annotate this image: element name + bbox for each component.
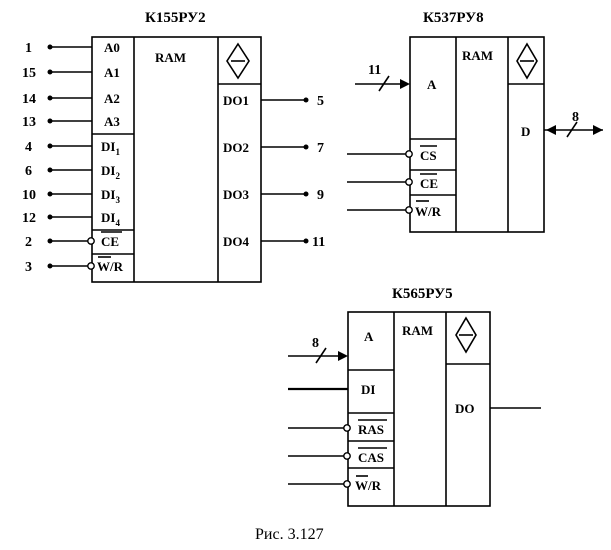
pin-label: DI1 <box>101 139 120 157</box>
pin-number: 5 <box>317 94 324 109</box>
figure-caption: Рис. 3.127 <box>255 526 324 543</box>
arrow-left-icon <box>546 125 556 135</box>
pin-label: W/R <box>97 259 124 274</box>
pin-label: DI3 <box>101 187 120 205</box>
chip-title: К537РУ8 <box>423 10 484 26</box>
inversion-bubble <box>405 206 413 214</box>
data-inputs: 4 DI1 6 DI2 10 DI3 12 DI4 <box>22 139 120 228</box>
pin-label: CS <box>420 148 437 163</box>
chip-k565ru5: К565РУ5 RAM 8 A DI RAS CAS W/R <box>288 286 541 507</box>
pin-label: A3 <box>104 114 120 129</box>
pin-label: DO3 <box>223 187 250 202</box>
memory-symbol-icon <box>455 316 477 354</box>
arrow-right-icon <box>338 351 348 361</box>
control-inputs: 2 CE 3 W/R <box>25 231 124 275</box>
pin-label: DO2 <box>223 140 249 155</box>
pin-label: CE <box>420 176 438 191</box>
data-outputs: DO1 5 DO2 7 DO3 9 DO4 11 <box>223 93 325 250</box>
bus-slash <box>378 75 390 92</box>
pin-number: 4 <box>25 140 32 155</box>
pin-label: A1 <box>104 65 120 80</box>
pin-number: 12 <box>22 211 36 226</box>
pin-number: 10 <box>22 188 36 203</box>
bus-width: 8 <box>312 336 319 351</box>
chip-k537ru8: К537РУ8 RAM 11 A CS CE W/R D <box>347 10 603 233</box>
inversion-bubble <box>405 150 413 158</box>
bus-width: 11 <box>368 63 381 78</box>
pin-label: DI4 <box>101 210 120 228</box>
memory-symbol-icon <box>516 42 538 80</box>
chip-k155ru2: К155РУ2 RAM 1 A0 15 A1 14 A2 13 A3 <box>22 10 325 283</box>
pin-label: CAS <box>358 450 384 465</box>
address-inputs: 1 A0 15 A1 14 A2 13 A3 <box>22 40 120 130</box>
bus-width: 8 <box>572 110 579 125</box>
pin-label: A2 <box>104 91 120 106</box>
pin-number: 6 <box>25 164 32 179</box>
pin-label: CE <box>101 234 119 249</box>
pin-label: DO1 <box>223 93 249 108</box>
inversion-bubble <box>343 452 351 460</box>
pin-label: A0 <box>104 40 120 55</box>
chip-body <box>409 36 545 233</box>
bus-slash <box>315 347 327 364</box>
memory-symbol-icon <box>226 42 250 80</box>
ram-label: RAM <box>402 323 433 338</box>
inversion-bubble <box>343 424 351 432</box>
chip-body <box>347 311 491 507</box>
pin-number: 3 <box>25 260 32 275</box>
pin-number: 15 <box>22 66 36 81</box>
arrow-right-icon <box>593 125 603 135</box>
chip-body <box>91 36 262 283</box>
ram-label: RAM <box>462 48 493 63</box>
pin-label: W/R <box>415 204 442 219</box>
chip-title: К565РУ5 <box>392 286 453 302</box>
inversion-bubble <box>405 178 413 186</box>
pin-number: 2 <box>25 235 32 250</box>
bus-slash <box>566 121 578 138</box>
pin-label: W/R <box>355 478 382 493</box>
pin-number: 11 <box>312 235 325 250</box>
pin-label: DO <box>455 401 475 416</box>
inversion-bubble <box>87 237 95 245</box>
pin-label: RAS <box>358 422 384 437</box>
pin-number: 13 <box>22 115 36 130</box>
pin-label: DO4 <box>223 234 250 249</box>
pin-label: A <box>364 329 374 344</box>
pin-number: 7 <box>317 141 324 156</box>
arrow-right-icon <box>400 79 410 89</box>
ram-label: RAM <box>155 50 186 65</box>
pin-label: DI2 <box>101 163 120 181</box>
pin-number: 9 <box>317 188 324 203</box>
inversion-bubble <box>343 480 351 488</box>
pin-label: D <box>521 124 530 139</box>
pin-label: A <box>427 77 437 92</box>
pin-number: 14 <box>22 92 36 107</box>
inversion-bubble <box>87 262 95 270</box>
pin-number: 1 <box>25 41 32 56</box>
pin-label: DI <box>361 382 375 397</box>
chip-title: К155РУ2 <box>145 10 206 26</box>
